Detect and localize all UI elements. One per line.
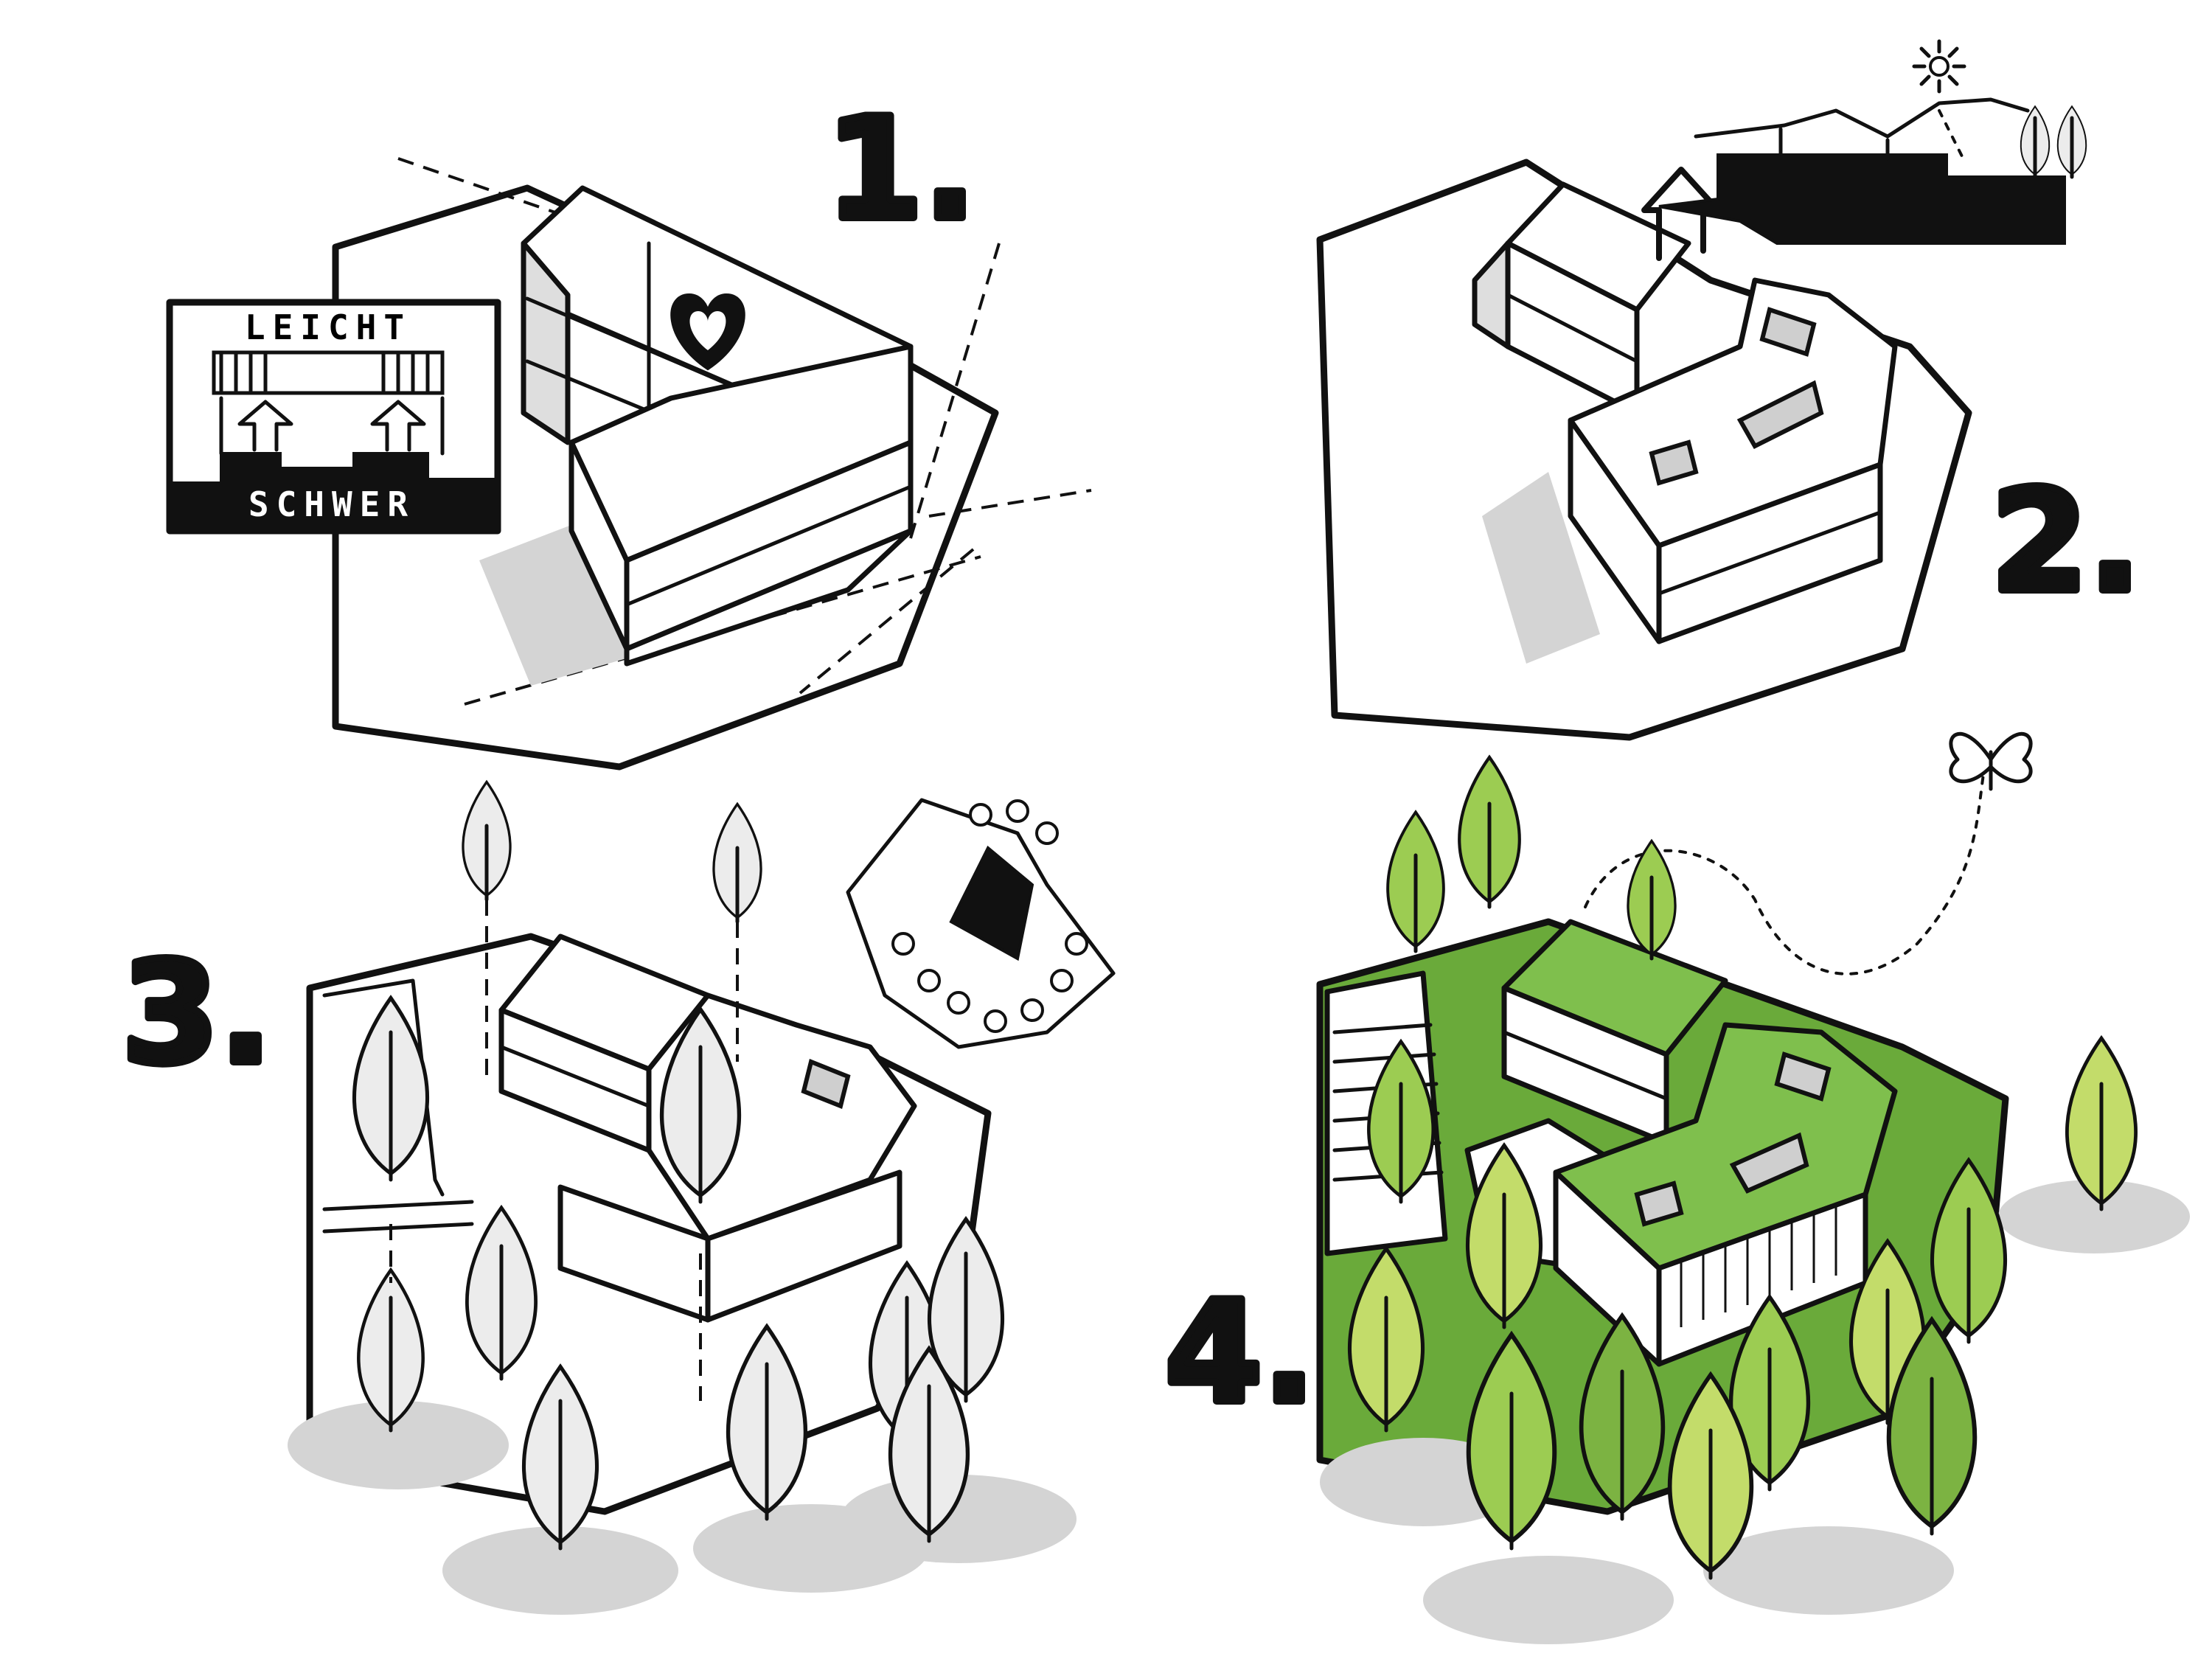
tree-icon [1320, 757, 2190, 1644]
tree-icon [288, 780, 1077, 1615]
site-mini-plan [846, 798, 1116, 1049]
sun-icon [1912, 39, 1966, 94]
callout-leicht-schwer: LEICHT SCHWER [166, 299, 501, 535]
section-inset [1658, 97, 2066, 245]
panel-step-3: 3. [118, 780, 1116, 1615]
panel-step-1: LEICHT SCHWER 1. [166, 84, 1092, 771]
callout-bottom-label: SCHWER [248, 484, 415, 524]
step-number: 1. [826, 88, 976, 251]
heart-icon [670, 293, 745, 371]
step-number: 3. [122, 932, 272, 1095]
callout-top-label: LEICHT [245, 307, 411, 347]
panel-step-4: 4. [1161, 732, 2190, 1644]
butterfly-icon [1949, 732, 2033, 791]
step-number: 4. [1165, 1271, 1315, 1434]
arrow-up-icon [237, 400, 426, 452]
step-number: 2. [1991, 460, 2141, 623]
panel-step-2: 2. [1316, 39, 2145, 741]
tree-icon [2020, 105, 2087, 179]
